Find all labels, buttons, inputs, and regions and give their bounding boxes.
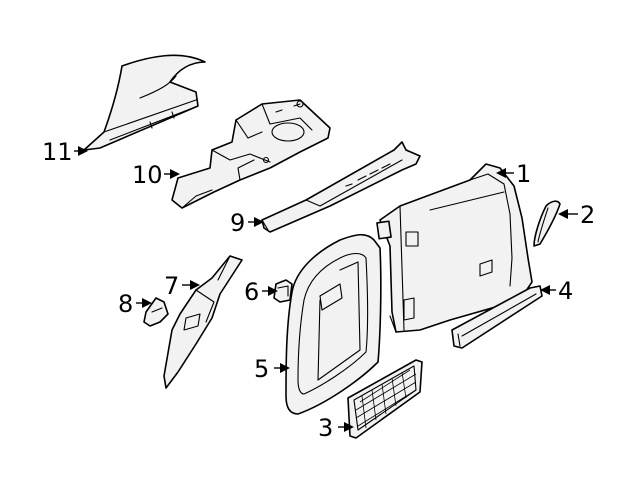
callout-1: 1	[516, 160, 531, 188]
callout-labels: 1 2 3 4 5 6 7 8 9 10 11	[42, 138, 595, 442]
part-1-quarter-panel	[376, 163, 533, 333]
part-5-storage-bin	[285, 233, 382, 415]
callout-8: 8	[118, 290, 133, 318]
callout-5: 5	[254, 355, 269, 383]
part-7-lower-pillar-trim	[163, 255, 243, 389]
part-6-clip	[273, 279, 293, 303]
part-2-curved-trim	[533, 200, 561, 247]
part-4-trim-strip	[451, 285, 543, 349]
callout-7: 7	[164, 272, 179, 300]
callout-9: 9	[230, 209, 245, 237]
callout-10: 10	[132, 161, 163, 189]
callout-6: 6	[244, 278, 259, 306]
callout-11: 11	[42, 138, 73, 166]
leader-lines	[74, 146, 578, 432]
callout-3: 3	[318, 414, 333, 442]
callout-2: 2	[580, 201, 595, 229]
part-9-sill-plate	[261, 141, 421, 233]
part-11-pillar-trim	[83, 54, 206, 151]
part-8-bracket	[143, 297, 169, 327]
part-10-floor-bracket	[171, 99, 331, 209]
callout-4: 4	[558, 277, 573, 305]
part-3-cargo-net	[347, 359, 423, 439]
